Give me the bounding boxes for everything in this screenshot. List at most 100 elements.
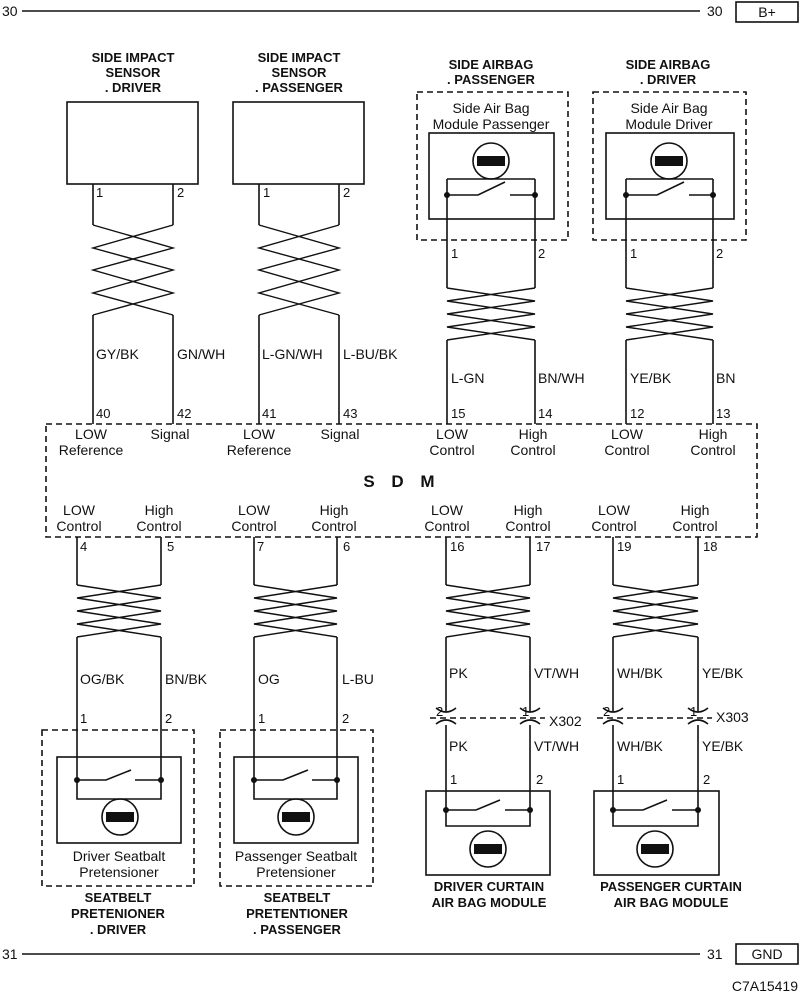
sdm-pin-41: 41 xyxy=(262,406,276,421)
curtain-pass-box xyxy=(593,790,720,876)
wire-og-bk: OG/BK xyxy=(80,671,125,687)
sdm-pin-42: 42 xyxy=(177,406,191,421)
sensor-driver-pin-2: 2 xyxy=(177,185,184,200)
b-plus-box xyxy=(735,1,799,23)
sdm-label-18-b: Control xyxy=(672,518,717,534)
squib-element-icon xyxy=(655,156,683,166)
sensor-driver-box xyxy=(66,101,199,185)
sdm-label-4-b: Control xyxy=(56,518,101,534)
sensor-driver-title-1: SIDE IMPACT xyxy=(92,50,175,65)
sdm-box xyxy=(45,423,758,538)
pret-drv-module-1: Driver Seatbalt xyxy=(73,848,166,864)
junction-dot xyxy=(527,807,533,813)
side-ab-drv-title-1: SIDE AIRBAG xyxy=(626,57,711,72)
curtain-drv-box xyxy=(425,790,551,876)
diagram-code: C7A15419 xyxy=(732,978,798,994)
sensor-pass-box xyxy=(232,101,365,185)
wire-l-gn-wh: L-GN/WH xyxy=(262,346,323,362)
pret-pass-title-2: PRETENTIONER xyxy=(246,906,348,921)
sdm-pin-43: 43 xyxy=(343,406,357,421)
sdm-label-5-b: Control xyxy=(136,518,181,534)
ground-rail: 31 31 GND xyxy=(2,943,799,965)
pret-pass-pin-1: 1 xyxy=(258,711,265,726)
wire-l-bu-bk: L-BU/BK xyxy=(343,346,398,362)
pretensioner-driver-dashed xyxy=(41,729,195,887)
wire-pk-lower: PK xyxy=(449,738,468,754)
side-airbag-driver: SIDE AIRBAG . DRIVER Side Air Bag Module… xyxy=(592,57,747,458)
sdm-pin-12: 12 xyxy=(630,406,644,421)
wire-bn-bk: BN/BK xyxy=(165,671,208,687)
side-ab-drv-module-2: Module Driver xyxy=(625,116,712,132)
curtain-pass-title-2: AIR BAG MODULE xyxy=(614,895,729,910)
squib-icon xyxy=(636,830,674,868)
sensor-pass-pin-1: 1 xyxy=(263,185,270,200)
curtain-airbag-driver: LOW Control High Control 16 17 PK VT/WH … xyxy=(424,502,581,910)
curtain-drv-pin-2: 2 xyxy=(536,772,543,787)
wire-bn-wh: BN/WH xyxy=(538,370,585,386)
squib-element-icon xyxy=(477,156,505,166)
side-ab-pass-module-2: Module Passenger xyxy=(433,116,550,132)
junction-dot xyxy=(74,777,80,783)
gnd-box xyxy=(735,943,799,965)
sdm-label-6-b: Control xyxy=(311,518,356,534)
sdm-label-4-a: LOW xyxy=(63,502,96,518)
sdm-module: S D M xyxy=(45,423,758,538)
side-ab-pass-title-2: . PASSENGER xyxy=(447,72,536,87)
sdm-label-12-a: LOW xyxy=(611,426,644,442)
sdm-label-41-a: LOW xyxy=(243,426,276,442)
sdm-pin-19: 19 xyxy=(617,539,631,554)
sensor-pass-pin-2: 2 xyxy=(343,185,350,200)
pret-pass-module-2: Pretensioner xyxy=(256,864,336,880)
wire-vt-wh-upper: VT/WH xyxy=(534,665,579,681)
pret-drv-module-2: Pretensioner xyxy=(79,864,159,880)
sdm-pin-4: 4 xyxy=(80,539,87,554)
pret-pass-title-1: SEATBELT xyxy=(264,890,331,905)
junction-dot xyxy=(158,777,164,783)
side-ab-drv-module-1: Side Air Bag xyxy=(630,100,707,116)
side-ab-drv-pin-1: 1 xyxy=(630,246,637,261)
rail-30-right: 30 xyxy=(707,3,723,19)
b-plus-label: B+ xyxy=(758,4,776,20)
sdm-label-13-a: High xyxy=(699,426,728,442)
pretensioner-passenger-dashed xyxy=(219,729,374,887)
sdm-pin-7: 7 xyxy=(257,539,264,554)
sdm-label-12-b: Control xyxy=(604,442,649,458)
sdm-label-14-a: High xyxy=(519,426,548,442)
sdm-pin-15: 15 xyxy=(451,406,465,421)
sdm-label-15-a: LOW xyxy=(436,426,469,442)
squib-element-icon xyxy=(641,844,669,854)
sdm-label-5-a: High xyxy=(145,502,174,518)
pret-pass-module-1: Passenger Seatbalt xyxy=(235,848,357,864)
sensor-driver-pin-1: 1 xyxy=(96,185,103,200)
sensor-driver-title-3: . DRIVER xyxy=(105,80,162,95)
side-ab-pass-dashed xyxy=(416,91,569,241)
junction-dot xyxy=(251,777,257,783)
side-ab-drv-pin-2: 2 xyxy=(716,246,723,261)
squib-icon xyxy=(277,798,315,836)
sdm-label-19-b: Control xyxy=(591,518,636,534)
junction-dot xyxy=(695,807,701,813)
squib-icon xyxy=(469,830,507,868)
sdm-title: S D M xyxy=(363,472,440,491)
sdm-label-18-a: High xyxy=(681,502,710,518)
b-plus-rail: 30 30 B+ xyxy=(2,1,799,23)
sdm-label-17-a: High xyxy=(514,502,543,518)
pret-drv-pin-2: 2 xyxy=(165,711,172,726)
x302-pin-2: 2 xyxy=(436,704,443,719)
sdm-pin-13: 13 xyxy=(716,406,730,421)
sdm-label-16-b: Control xyxy=(424,518,469,534)
sdm-pin-18: 18 xyxy=(703,539,717,554)
sdm-label-41-b: Reference xyxy=(227,442,292,458)
junction-dot xyxy=(334,777,340,783)
pret-drv-title-2: PRETENIONER xyxy=(71,906,166,921)
squib-icon xyxy=(101,798,139,836)
wire-wh-bk-upper: WH/BK xyxy=(617,665,664,681)
side-airbag-passenger: SIDE AIRBAG . PASSENGER Side Air Bag Mod… xyxy=(416,57,585,458)
sdm-label-13-b: Control xyxy=(690,442,735,458)
connector-x303-label: X303 xyxy=(716,709,749,725)
wire-bn: BN xyxy=(716,370,735,386)
squib-element-icon xyxy=(282,812,310,822)
rail-31-right: 31 xyxy=(707,946,723,962)
rail-30-left: 30 xyxy=(2,3,18,19)
